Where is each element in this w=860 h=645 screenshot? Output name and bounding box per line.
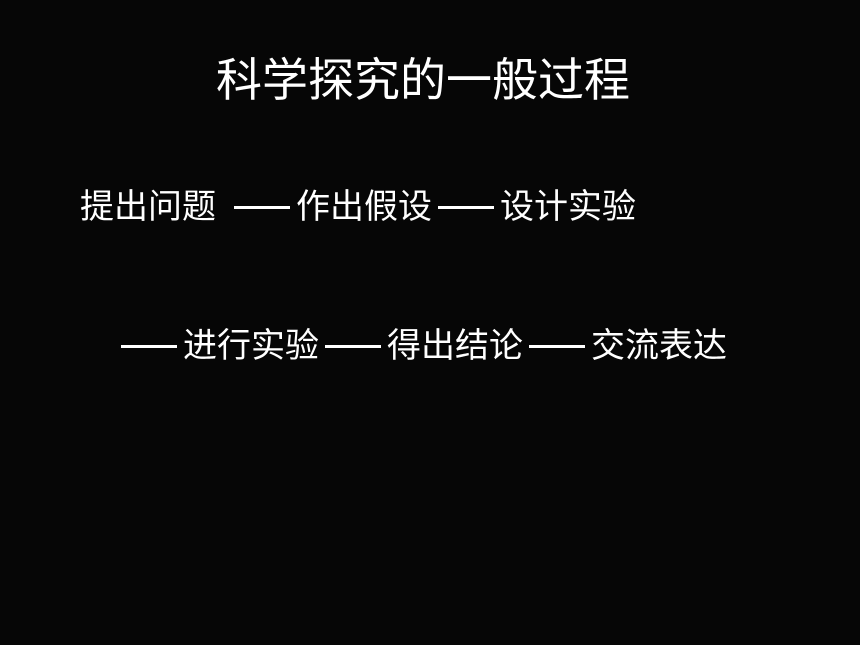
flow-connector <box>529 344 585 348</box>
step-conduct-experiment: 进行实验 <box>183 326 319 366</box>
step-communicate: 交流表达 <box>591 326 727 366</box>
step-draw-conclusion: 得出结论 <box>387 326 523 366</box>
step-design-experiment: 设计实验 <box>500 187 636 227</box>
process-row-2: 进行实验 得出结论 交流表达 <box>121 322 727 370</box>
step-ask-question: 提出问题 <box>80 187 216 227</box>
process-row-1: 提出问题 作出假设 设计实验 <box>80 183 636 231</box>
flow-connector <box>325 344 381 348</box>
flow-connector <box>121 344 177 348</box>
flow-connector <box>234 205 290 209</box>
slide-title: 科学探究的一般过程 <box>216 53 630 107</box>
step-hypothesis: 作出假设 <box>296 187 432 227</box>
flow-connector <box>438 205 494 209</box>
